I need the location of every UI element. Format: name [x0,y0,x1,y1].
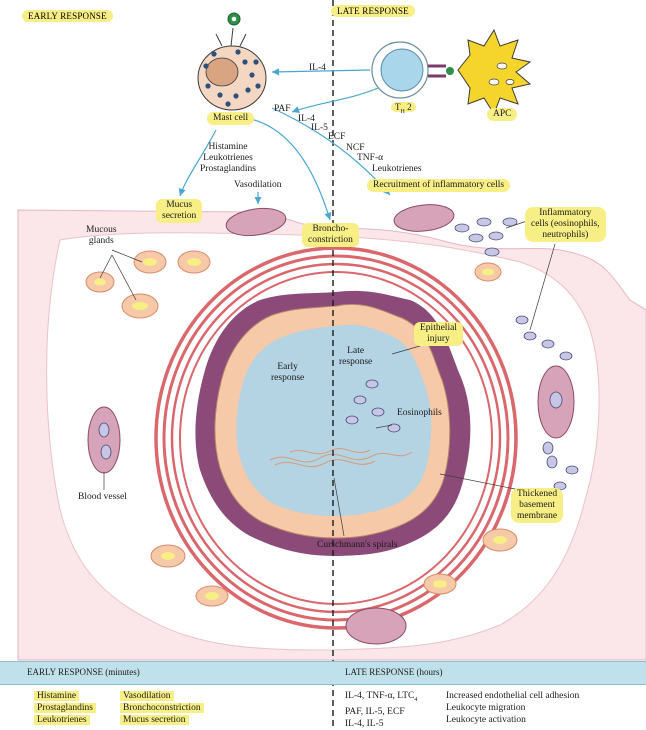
il5-label: IL-5 [311,123,328,134]
table-cell: IL-4, TNF-α, LTC [345,691,414,701]
early-mediator-list: Histamine Prostaglandins Leukotrienes [34,690,96,726]
ecf-label: ECF [328,132,345,143]
recruitment-label: Recruitment of inflammatory cells [367,179,510,192]
curschmann-label: Curschmann's spirals [317,540,398,551]
early-effect-list: Vasodilation Bronchoconstriction Mucus s… [120,690,204,726]
early-table-title: EARLY RESPONSE (minutes) [27,667,140,677]
early-response-header: EARLY RESPONSE [22,10,113,22]
il4-top-label: IL-4 [309,63,326,74]
leukotrienes-late-label: Leukotrienes [372,164,422,175]
late-mediator-list: IL-4, TNF-α, LTC4 PAF, IL-5, ECF IL-4, I… [345,690,417,730]
airway-lumen [236,325,431,516]
late-effect-list: Increased endothelial cell adhesion Leuk… [446,690,579,726]
table-cell: Leukotrienes [34,715,90,725]
table-cell: PAF, IL-5, ECF [345,706,417,718]
table-cell: Mucus secretion [120,715,189,725]
table-cell: Vasodilation [120,691,174,701]
response-table-header: EARLY RESPONSE (minutes) LATE RESPONSE (… [0,661,646,685]
inflammatory-cells-label: Inflammatory cells (eosinophils, neutrop… [525,207,606,242]
table-cell: Bronchoconstriction [120,703,204,713]
paf-label: PAF [274,104,291,115]
blood-vessel-label: Blood vessel [78,492,127,503]
thickened-membrane-label: Thickened basement membrane [511,488,563,523]
table-cell: IL-4, IL-5 [345,718,417,730]
bronchoconstriction-label: Broncho-constriction [302,223,359,247]
tnf-alpha-label: TNF-α [357,153,383,164]
late-table-title: LATE RESPONSE (hours) [345,667,443,677]
mast-cell-mediators: Histamine Leukotrienes Prostaglandins [200,142,256,175]
apc-drawing [458,30,530,114]
late-response-header: LATE RESPONSE [331,5,415,17]
table-cell: Histamine [34,691,79,701]
table-cell: Increased endothelial cell adhesion [446,690,579,702]
eosinophils-label: Eosinophils [397,408,442,419]
mast-cell-label: Mast cell [207,112,254,125]
th2-label: TH 2 [391,102,416,116]
table-cell: Prostaglandins [34,703,96,713]
th2-cell-drawing [372,42,454,98]
table-cell: Leukocyte migration [446,702,579,714]
mast-cell-drawing [198,13,266,110]
apc-label: APC [487,108,517,121]
vasodilation-label: Vasodilation [234,180,282,191]
table-cell: Leukocyte activation [446,714,579,726]
